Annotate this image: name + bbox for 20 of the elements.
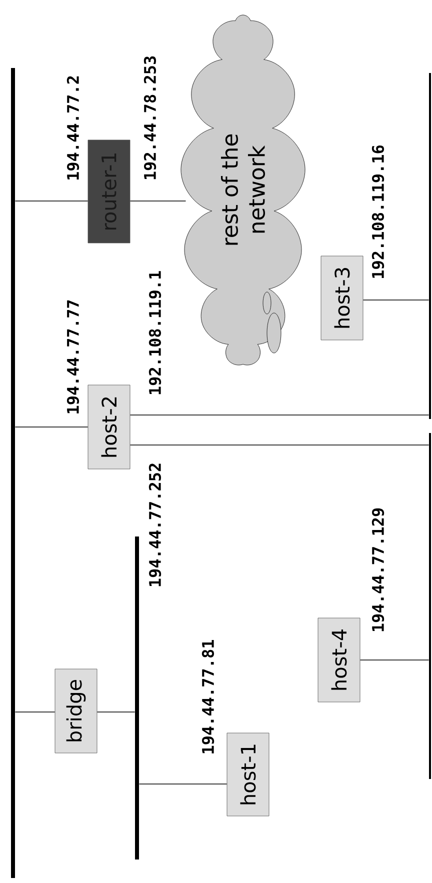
ip-address: 192.108.119.1 — [148, 271, 162, 394]
ip-address: 194.44.77.77 — [66, 300, 80, 414]
link-line — [130, 414, 430, 416]
ip-address: 192.108.119.16 — [372, 145, 384, 278]
host-box: host-4 — [318, 618, 360, 702]
ip-address: 194.44.77.81 — [202, 640, 214, 754]
link-line — [130, 200, 186, 202]
link-line — [14, 426, 88, 428]
ip-address: 194.44.77.252 — [148, 464, 162, 586]
network-bus — [11, 68, 15, 878]
link-line — [130, 444, 430, 446]
ip-address: 194.44.77.2 — [66, 76, 80, 180]
ip-address: 194.44.77.129 — [372, 508, 384, 632]
host-box: host-1 — [226, 732, 270, 816]
host-box: host-2 — [88, 384, 130, 470]
network-bus — [135, 536, 139, 860]
host-box: bridge — [54, 668, 98, 754]
link-line — [14, 200, 88, 202]
host-box: host-3 — [320, 256, 364, 340]
ip-address: 192.44.78.253 — [144, 56, 156, 180]
